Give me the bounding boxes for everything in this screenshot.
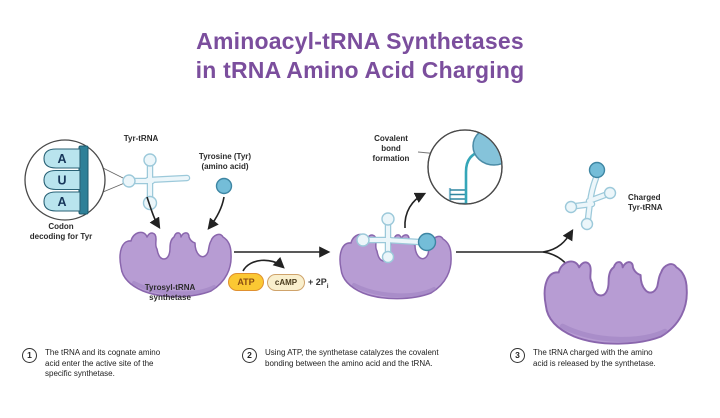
step-1-number: 1 (22, 348, 37, 363)
released-synthetase-blob (545, 261, 687, 343)
phosphate-prefix: + 2P (308, 277, 327, 287)
arrow-trna-to-synthetase (146, 196, 161, 230)
camp-pill: cAMP (267, 274, 305, 291)
codon-block-2: U (43, 169, 81, 191)
atp-pill: ATP (228, 273, 264, 291)
covalent-magnifier (427, 129, 503, 205)
magnifier-rim (427, 129, 503, 205)
codon-block-1: A (43, 148, 81, 169)
codon-magnifier: A U A (24, 139, 106, 221)
charged-amino-acid-circle (588, 161, 606, 179)
codon-letter: A (57, 195, 66, 209)
tyr-trna-cloverleaf (122, 153, 191, 211)
page-title-line1: Aminoacyl-tRNA Synthetases (196, 28, 524, 54)
step-2-number: 2 (242, 348, 257, 363)
bound-amino-acid-circle (417, 232, 437, 252)
codon-block-3: A (43, 191, 81, 212)
bound-trna-cloverleaf (356, 212, 437, 264)
covalent-bond-label: Covalent bond formation (372, 134, 410, 163)
tyr-trna-label: Tyr-tRNA (123, 134, 159, 143)
step-1: 1 The tRNA and its cognate amino acid en… (22, 348, 207, 380)
arrow-fork-to-charged-trna (542, 228, 574, 253)
tyrosine-amino-acid-circle (215, 177, 233, 195)
arrow-to-covalent-zoom (404, 192, 427, 229)
charged-trna-cloverleaf (564, 161, 617, 231)
magnifier-line-top (102, 167, 128, 181)
amino-acid-zoomed-blob (472, 130, 502, 166)
step-1-text: The tRNA and its cognate amino acid ente… (45, 348, 161, 378)
arrow-atp-to-camp (242, 256, 285, 272)
step-2-text: Using ATP, the synthetase catalyzes the … (265, 348, 439, 368)
step-3-number: 3 (510, 348, 525, 363)
camp-label: cAMP (274, 278, 298, 287)
phosphate-subscript: i (326, 282, 329, 290)
atp-label: ATP (237, 277, 255, 287)
arrow-amino-to-synthetase (207, 196, 225, 230)
codon-decoding-label: Codon decoding for Tyr (29, 222, 93, 241)
step-3-text: The tRNA charged with the amino acid is … (533, 348, 656, 368)
charged-trna-label: Charged Tyr-tRNA (628, 193, 663, 212)
codon-letter: A (57, 152, 66, 166)
page-title-line2: in tRNA Amino Acid Charging (195, 57, 525, 83)
step-2: 2 Using ATP, the synthetase catalyzes th… (242, 348, 487, 369)
synthetase-label: Tyrosyl-tRNA synthetase (144, 283, 196, 302)
step-3: 3 The tRNA charged with the amino acid i… (510, 348, 710, 369)
codon-letter: U (57, 174, 66, 188)
phosphate-label: + 2Pi (308, 277, 329, 290)
tyrosine-label: Tyrosine (Tyr) (amino acid) (198, 152, 252, 171)
